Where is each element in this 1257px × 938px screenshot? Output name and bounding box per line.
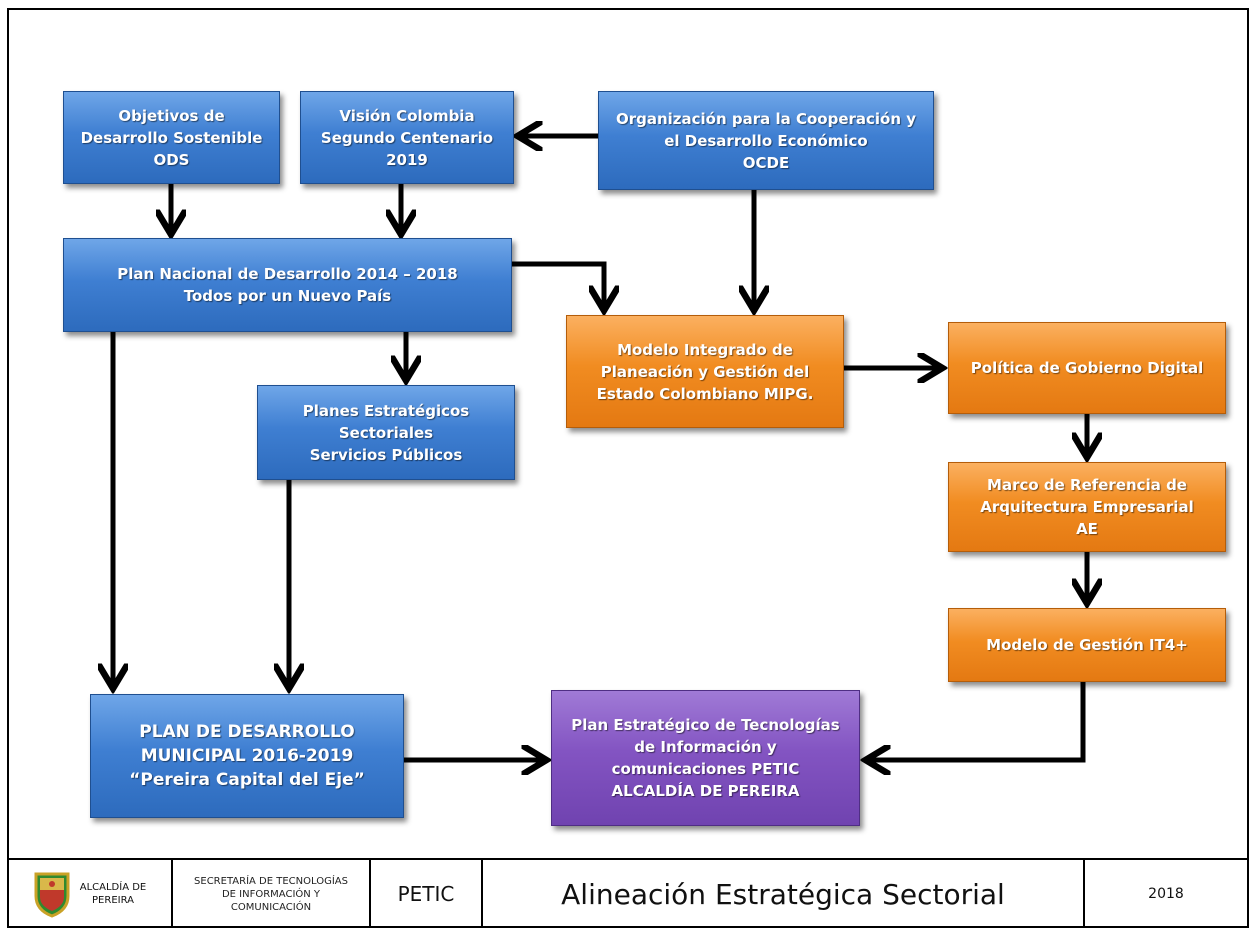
footer-year: 2018 xyxy=(1148,886,1184,902)
footer-title-cell: Alineación Estratégica Sectorial xyxy=(483,860,1083,928)
footer-logo-text: ALCALDÍA DE PEREIRA xyxy=(79,882,147,906)
alcaldia-shield-icon xyxy=(34,872,70,918)
petic-plan-box: Plan Estratégico de Tecnologías de Infor… xyxy=(551,690,860,826)
footer-logo-cell: ALCALDÍA DE PEREIRA xyxy=(7,860,171,928)
arrow-pnd-mipg xyxy=(512,261,604,308)
page-frame xyxy=(7,8,1249,928)
footer-separator xyxy=(481,860,483,928)
footer-year-cell: 2018 xyxy=(1085,860,1247,928)
ods-box: Objetivos de Desarrollo Sostenible ODS xyxy=(63,91,280,184)
footer-secretaria-text: SECRETARÍA DE TECNOLOGÍAS DE INFORMACIÓN… xyxy=(194,875,348,913)
arrow-it4-petic xyxy=(868,682,1086,760)
planes-estrategicos-box: Planes Estratégicos Sectoriales Servicio… xyxy=(257,385,515,480)
footer-separator xyxy=(1083,860,1085,928)
gobierno-digital-box: Política de Gobierno Digital xyxy=(948,322,1226,414)
footer-bar: ALCALDÍA DE PEREIRA SECRETARÍA DE TECNOL… xyxy=(7,858,1249,928)
footer-secretaria-cell: SECRETARÍA DE TECNOLOGÍAS DE INFORMACIÓN… xyxy=(173,860,369,928)
ocde-box: Organización para la Cooperación y el De… xyxy=(598,91,934,190)
footer-title: Alineación Estratégica Sectorial xyxy=(561,877,1005,911)
vision-colombia-box: Visión Colombia Segundo Centenario 2019 xyxy=(300,91,514,184)
plan-nacional-box: Plan Nacional de Desarrollo 2014 – 2018 … xyxy=(63,238,512,332)
mipg-box: Modelo Integrado de Planeación y Gestión… xyxy=(566,315,844,428)
footer-separator xyxy=(369,860,371,928)
plan-desarrollo-municipal-box: PLAN DE DESARROLLO MUNICIPAL 2016-2019 “… xyxy=(90,694,404,818)
marco-referencia-box: Marco de Referencia de Arquitectura Empr… xyxy=(948,462,1226,552)
footer-petic-text: PETIC xyxy=(397,882,455,906)
footer-separator xyxy=(171,860,173,928)
footer-petic-cell: PETIC xyxy=(371,860,481,928)
modelo-it4-box: Modelo de Gestión IT4+ xyxy=(948,608,1226,682)
